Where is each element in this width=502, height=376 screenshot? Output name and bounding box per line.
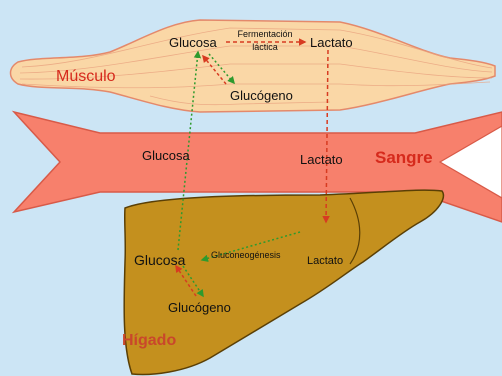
label-liver-glucosa: Glucosa (134, 252, 186, 268)
label-sangre: Sangre (375, 148, 433, 167)
label-musculo: Músculo (56, 68, 116, 85)
label-liver-lactato: Lactato (307, 255, 343, 267)
label-lactica: láctica (252, 42, 278, 52)
label-muscle-glucogeno: Glucógeno (230, 88, 293, 103)
label-gluconeogenesis: Gluconeogénesis (211, 250, 281, 260)
label-muscle-lactato: Lactato (310, 35, 353, 50)
label-blood-glucosa: Glucosa (142, 148, 190, 163)
label-blood-lactato: Lactato (300, 152, 343, 167)
label-fermentacion: Fermentación (237, 29, 292, 39)
label-higado: Hígado (122, 332, 176, 349)
label-liver-glucogeno: Glucógeno (168, 300, 231, 315)
label-muscle-glucosa: Glucosa (169, 35, 217, 50)
